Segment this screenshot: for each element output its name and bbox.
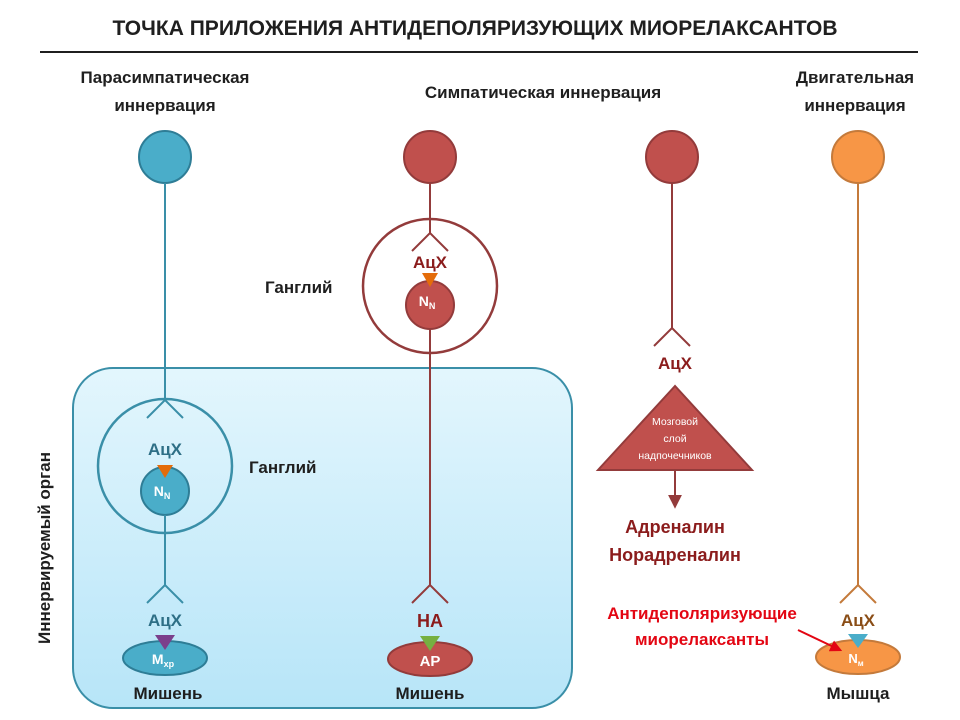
- header-parasympathetic-line2: иннервация: [114, 96, 215, 115]
- noradrenaline-label: Норадреналин: [609, 545, 741, 565]
- drug-label-line1: Антидеполяризующие: [607, 604, 797, 623]
- header-motor-line1: Двигательная: [796, 68, 914, 87]
- sympathetic-nn-receptor-label: NN: [419, 293, 436, 311]
- header-parasympathetic-line1: Парасимпатическая: [81, 68, 250, 87]
- nn-receptor-label: NN: [154, 483, 171, 501]
- ganglion-label-sympathetic: Ганглий: [265, 278, 333, 297]
- ganglion-label-parasympathetic: Ганглий: [249, 458, 317, 477]
- nn-receptor-marker: [157, 465, 173, 478]
- sympathetic-target-mediator: НА: [417, 611, 443, 631]
- adrenal-synapse-fork: [653, 326, 691, 347]
- parasympathetic-neuron-body: [138, 130, 192, 184]
- neuromuscular-synapse-fork: [839, 583, 877, 604]
- ganglion-mediator-label: АцХ: [148, 440, 183, 459]
- page-title: ТОЧКА ПРИЛОЖЕНИЯ АНТИДЕПОЛЯРИЗУЮЩИХ МИОР…: [113, 17, 838, 40]
- adrenal-pathway: АцХ Мозговой слой надпочечников Адренали…: [595, 130, 755, 565]
- adrenal-neuron-body: [645, 130, 699, 184]
- nm-receptor-label: Nм: [848, 651, 863, 668]
- sympathetic-nn-receptor-marker: [422, 273, 438, 287]
- drug-target-arrow: [797, 629, 843, 652]
- muscle-label: Мышца: [827, 684, 891, 703]
- adrenal-medulla-line3: надпочечников: [638, 450, 712, 462]
- nm-receptor-marker: [848, 634, 868, 648]
- ar-receptor-label: АР: [420, 653, 441, 670]
- mhr-receptor-label: Mхр: [152, 651, 175, 669]
- sympathetic-target-label: Мишень: [396, 684, 465, 703]
- header-sympathetic: Симпатическая иннервация: [425, 83, 661, 102]
- innervated-organ-box: [72, 367, 573, 709]
- target-synapse-fork: [146, 583, 184, 604]
- ar-receptor-marker: [420, 636, 440, 651]
- target-mediator-label: АцХ: [148, 611, 183, 630]
- sympathetic-neuron-body: [403, 130, 457, 184]
- sympathetic-synapse-fork: [411, 231, 449, 252]
- adrenal-medulla-line1: Мозговой: [652, 416, 698, 428]
- mhr-receptor-marker: [155, 635, 175, 650]
- adrenal-medulla-line2: слой: [663, 433, 686, 445]
- motor-pathway: АцХ Nм Мышца: [815, 130, 901, 703]
- motor-neuron-body: [831, 130, 885, 184]
- motor-mediator-label: АцХ: [841, 611, 876, 630]
- innervated-organ-label: Иннервируемый орган: [35, 452, 54, 644]
- parasympathetic-target-label: Мишень: [134, 684, 203, 703]
- sympathetic-pathway: АцХ NN НА АР Мишень: [361, 130, 499, 703]
- sympathetic-target-synapse-fork: [411, 583, 449, 604]
- adrenaline-label: Адреналин: [625, 517, 725, 537]
- adrenal-mediator-label: АцХ: [658, 354, 693, 373]
- header-motor-line2: иннервация: [804, 96, 905, 115]
- drug-label-line2: миорелаксанты: [635, 630, 769, 649]
- sympathetic-ganglion-mediator: АцХ: [413, 253, 448, 272]
- parasympathetic-pathway: АцХ NN АцХ Mхр Мишень: [96, 130, 234, 703]
